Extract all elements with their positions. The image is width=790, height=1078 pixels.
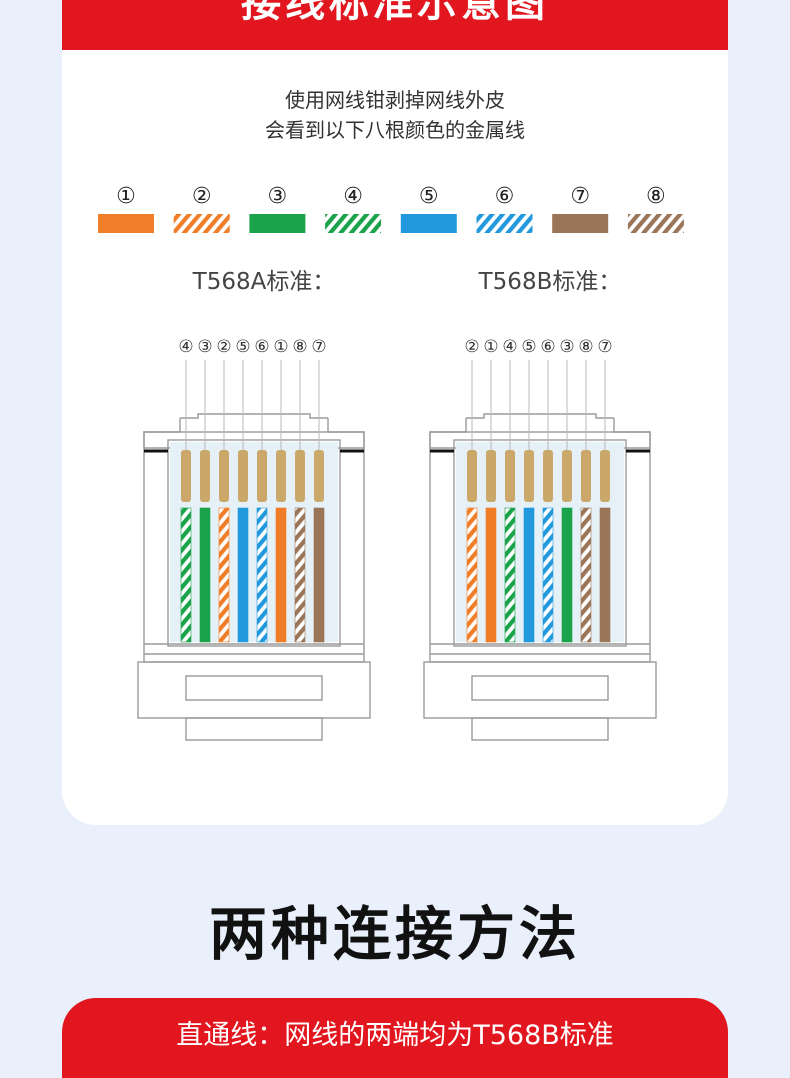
wire-swatch-4 <box>325 214 382 233</box>
wire-8 <box>580 507 592 643</box>
pin-label: ② <box>216 337 231 357</box>
wire-swatch-8 <box>627 214 684 233</box>
bottom-banner: 直通线：网线的两端均为T568B标准 <box>62 998 728 1078</box>
intro-line-2: 会看到以下八根颜色的金属线 <box>265 118 525 142</box>
wire-swatch-2 <box>173 214 230 233</box>
card-header-title: 接线标准示意图 <box>241 0 549 26</box>
wire-swatch-3 <box>249 214 306 233</box>
pin-label: ③ <box>197 337 212 357</box>
pin-label: ⑥ <box>254 337 269 357</box>
wire-3 <box>199 507 211 643</box>
pin-label: ⑦ <box>311 337 326 357</box>
bottom-banner-text: 直通线：网线的两端均为T568B标准 <box>176 1020 614 1051</box>
pin-label: ⑧ <box>292 337 307 357</box>
wire-8 <box>294 507 306 643</box>
wire-2 <box>466 507 478 643</box>
pin-label: ⑤ <box>521 337 536 357</box>
wire-6 <box>542 507 554 643</box>
pin-label: ② <box>464 337 479 357</box>
pin-label: ① <box>483 337 498 357</box>
wire-7 <box>599 507 611 643</box>
pin-label: ⑥ <box>540 337 555 357</box>
wire-number-1: ① <box>116 184 136 209</box>
wire-swatch-5 <box>400 214 457 233</box>
pin-label: ⑤ <box>235 337 250 357</box>
wire-number-7: ⑦ <box>570 184 590 209</box>
wire-swatch-7 <box>552 214 609 233</box>
wire-number-8: ⑧ <box>646 184 666 209</box>
wire-swatch-6 <box>476 214 533 233</box>
pin-label: ④ <box>502 337 517 357</box>
wire-6 <box>256 507 268 643</box>
pin-label: ③ <box>559 337 574 357</box>
wire-number-4: ④ <box>343 184 363 209</box>
wire-5 <box>523 507 535 643</box>
wire-4 <box>504 507 516 643</box>
wire-number-6: ⑥ <box>495 184 515 209</box>
card-header: 接线标准示意图 <box>62 0 728 50</box>
pin-label: ⑦ <box>597 337 612 357</box>
wire-5 <box>237 507 249 643</box>
pin-label: ① <box>273 337 288 357</box>
wire-2 <box>218 507 230 643</box>
wire-3 <box>561 507 573 643</box>
section-title: 两种连接方法 <box>208 900 581 968</box>
wire-swatch-1 <box>98 214 154 233</box>
standard-label-t568b: T568B标准： <box>478 269 622 295</box>
wire-1 <box>485 507 497 643</box>
wire-4 <box>180 507 192 643</box>
intro-line-1: 使用网线钳剥掉网线外皮 <box>285 88 505 112</box>
wire-7 <box>313 507 325 643</box>
standard-label-t568a: T568A标准： <box>192 269 336 295</box>
wire-number-5: ⑤ <box>419 184 439 209</box>
wire-number-3: ③ <box>268 184 288 209</box>
pin-label: ⑧ <box>578 337 593 357</box>
wire-number-2: ② <box>192 184 212 209</box>
wire-1 <box>275 507 287 643</box>
pin-label: ④ <box>178 337 193 357</box>
wire-color-legend: ① ② ③ ④ ⑤ ⑥ ⑦ ⑧ <box>98 184 684 233</box>
